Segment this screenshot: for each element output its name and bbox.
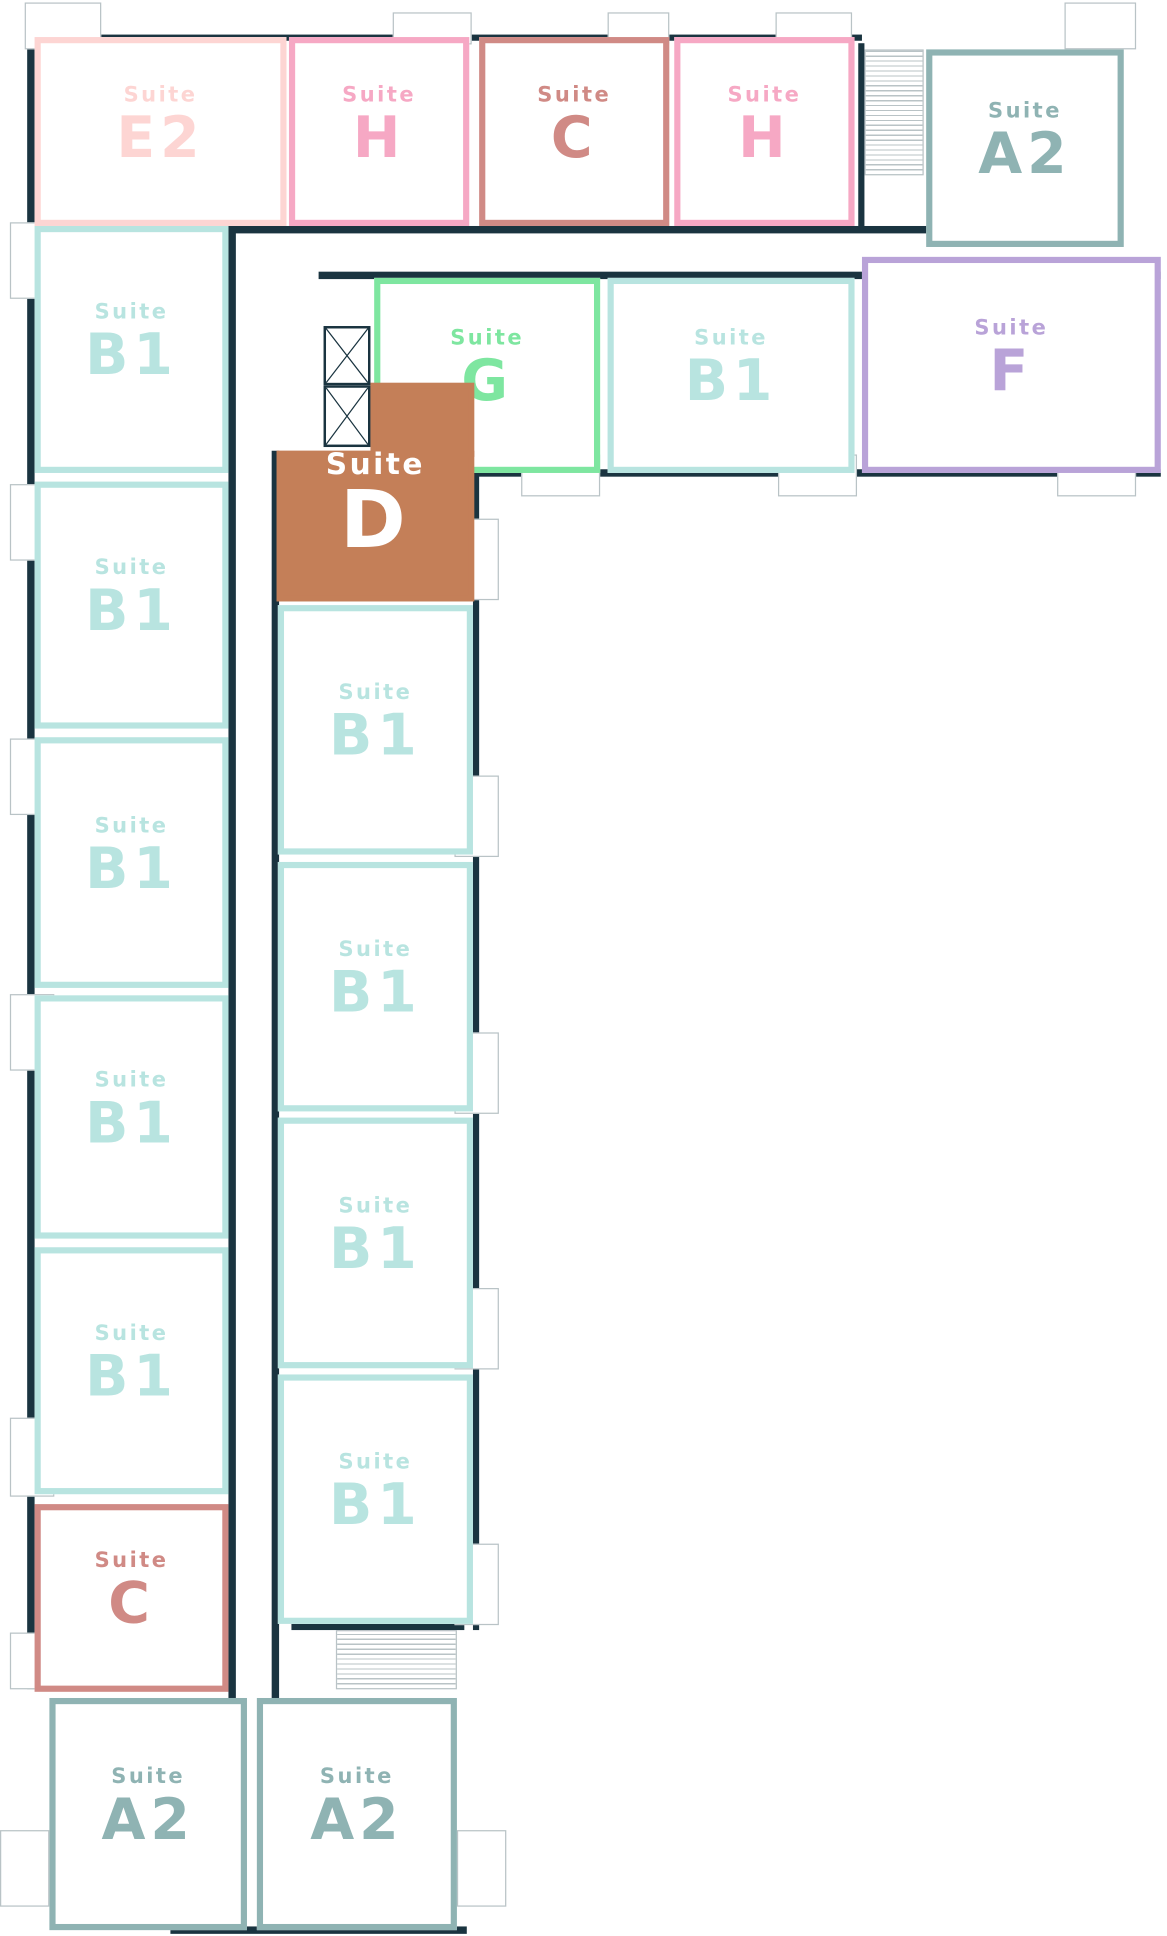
suite-b1-area[interactable]: [34, 225, 229, 473]
suite-b1-area[interactable]: [34, 995, 229, 1239]
wall: [318, 271, 1161, 280]
suite-b1-area[interactable]: [34, 481, 229, 729]
suite-b1-area[interactable]: [34, 1247, 229, 1495]
suite-a2-area[interactable]: [49, 1697, 247, 1931]
wall: [291, 1623, 465, 1631]
wall: [858, 43, 865, 229]
elevator: [323, 326, 371, 386]
suite-b1-area[interactable]: [34, 737, 229, 988]
suite-h-area[interactable]: [288, 37, 470, 226]
balcony: [1064, 2, 1137, 50]
suite-b1-area[interactable]: [277, 605, 473, 855]
wall: [228, 225, 236, 1727]
suite-e2-area[interactable]: [34, 37, 287, 226]
elevator: [323, 385, 371, 448]
suite-b1-area[interactable]: [277, 1374, 473, 1624]
suite-g-area[interactable]: [374, 277, 601, 473]
suite-b1-area[interactable]: [277, 861, 473, 1112]
suite-b1-area[interactable]: [277, 1117, 473, 1369]
suite-c-area[interactable]: [479, 37, 670, 226]
wall: [27, 34, 35, 1690]
wall: [472, 382, 480, 1631]
balcony: [456, 1830, 507, 1907]
wall: [170, 1926, 467, 1934]
suite-h-area[interactable]: [674, 37, 855, 226]
suite-d-area[interactable]: [370, 382, 475, 457]
wall: [271, 450, 280, 1727]
suite-c-area[interactable]: [34, 1504, 229, 1692]
suite-a2-area[interactable]: [926, 49, 1124, 247]
suite-b1-area[interactable]: [607, 277, 855, 473]
suite-a2-area[interactable]: [256, 1697, 457, 1931]
suite-d-area[interactable]: [276, 450, 475, 602]
staircase: [335, 1630, 457, 1690]
staircase: [864, 49, 924, 176]
suite-f-area[interactable]: [861, 256, 1161, 473]
wall: [27, 225, 960, 234]
balcony: [0, 1830, 50, 1907]
